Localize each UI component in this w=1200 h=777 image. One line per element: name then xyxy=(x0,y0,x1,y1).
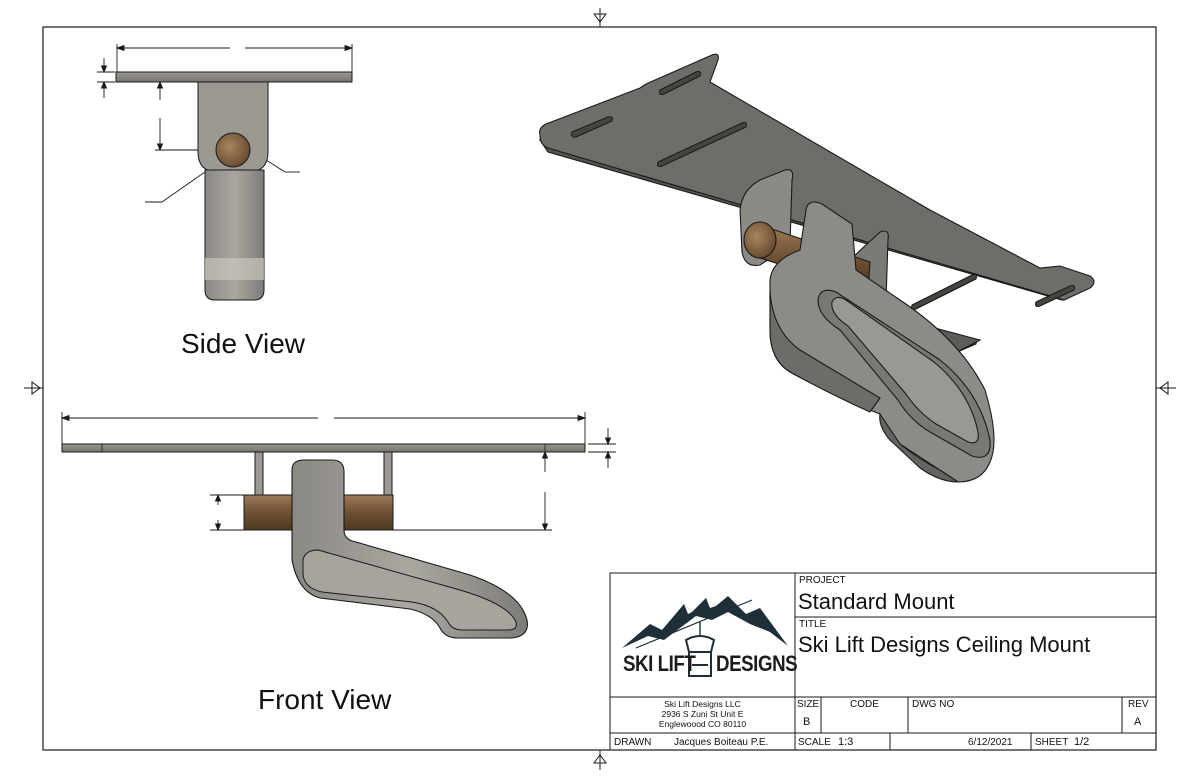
scale-value: 1:3 xyxy=(838,736,854,748)
centering-marks xyxy=(24,8,1176,770)
company-address-line1: 2936 S Zuni St Unit E xyxy=(661,709,744,719)
company-name: Ski Lift Designs LLC xyxy=(664,699,741,709)
isometric-view-drawing xyxy=(538,53,1095,483)
side-view-label: Side View xyxy=(181,328,306,359)
size-value: B xyxy=(803,716,811,728)
rev-heading: REV xyxy=(1128,699,1149,710)
code-heading: CODE xyxy=(850,699,879,710)
front-view-label: Front View xyxy=(258,684,392,715)
date-value: 6/12/2021 xyxy=(968,737,1013,748)
logo-text-right: DESIGNS xyxy=(716,651,798,676)
title-value: Ski Lift Designs Ceiling Mount xyxy=(798,632,1091,657)
title-block xyxy=(609,572,1157,751)
rev-value: A xyxy=(1134,716,1142,728)
title-heading: TITLE xyxy=(799,619,827,630)
sheet-heading: SHEET xyxy=(1035,737,1069,748)
logo-text-left: SKI LIFT xyxy=(623,651,696,676)
sheet-value: 1/2 xyxy=(1074,736,1090,748)
dwg-no-heading: DWG NO xyxy=(912,699,955,710)
size-heading: SIZE xyxy=(797,699,820,710)
drawn-value: Jacques Boiteau P.E. xyxy=(674,737,769,748)
front-view-dimensions xyxy=(60,412,616,532)
company-address-line2: Englewoood CO 80110 xyxy=(658,719,747,729)
front-view-drawing xyxy=(60,412,616,639)
project-heading: PROJECT xyxy=(799,575,846,586)
company-info: Ski Lift Designs LLC 2936 S Zuni St Unit… xyxy=(610,699,795,729)
ski-lift-logo xyxy=(622,596,788,677)
side-view-drawing xyxy=(97,44,354,301)
scale-heading: SCALE xyxy=(798,737,831,748)
project-value: Standard Mount xyxy=(798,589,955,614)
drawn-heading: DRAWN xyxy=(614,737,652,748)
